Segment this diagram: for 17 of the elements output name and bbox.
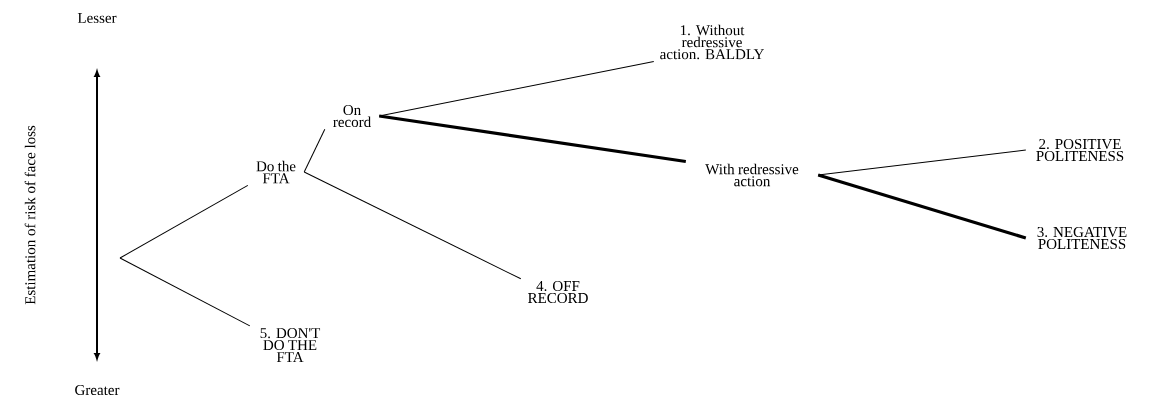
- branch-line: [119, 257, 251, 327]
- branch-line: [303, 128, 326, 173]
- branch-label: With redressive action: [705, 163, 799, 187]
- branch-label: 4. OFF RECORD: [528, 280, 588, 304]
- branch-label: On record: [333, 104, 371, 128]
- axis-label: Lesser: [77, 13, 117, 23]
- branch-label: 3. NEGATIVE POLITENESS: [1037, 226, 1127, 250]
- branch-line: [817, 173, 1027, 240]
- branch-label: 1. Without redressive action. BALDLY: [660, 24, 764, 60]
- branch-label: 5. DON'T DO THE FTA: [260, 328, 321, 362]
- branch-line: [303, 171, 522, 280]
- axis-label: Estimation of risk of face loss: [24, 125, 36, 305]
- branch-label: 2. POSITIVE POLITENESS: [1036, 138, 1124, 162]
- branch-line: [378, 114, 687, 164]
- axis-label: Greater: [75, 384, 120, 396]
- branch-line: [119, 184, 249, 259]
- branch-label: Do the FTA: [256, 160, 296, 184]
